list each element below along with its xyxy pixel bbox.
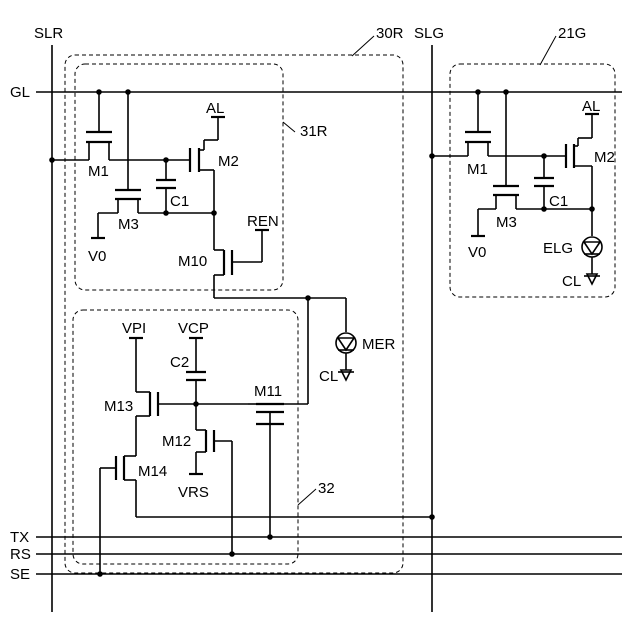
label-gl: GL — [10, 84, 30, 101]
label-green-m3: M3 — [496, 214, 517, 231]
label-green-v0: V0 — [468, 244, 486, 261]
label-green-m2: M2 — [594, 149, 615, 166]
label-elg: ELG — [543, 240, 573, 257]
label-rs: RS — [10, 546, 31, 563]
label-red-ren: REN — [247, 213, 279, 230]
green-m1-transistor — [432, 92, 566, 156]
label-green-al: AL — [582, 98, 600, 115]
label-green-m1: M1 — [467, 161, 488, 178]
label-red-v0: V0 — [88, 248, 106, 265]
label-red-m3: M3 — [118, 216, 139, 233]
label-m12: M12 — [162, 433, 191, 450]
block-outlines — [65, 36, 615, 573]
label-m14: M14 — [138, 463, 167, 480]
label-red-c1: C1 — [170, 193, 189, 210]
label-red-m10: M10 — [178, 253, 207, 270]
label-vrs: VRS — [178, 484, 209, 501]
block-30r-leader — [352, 36, 374, 56]
red-m1-transistor — [52, 92, 190, 160]
mer-led — [336, 298, 356, 380]
label-slg: SLG — [414, 25, 444, 42]
block-21g-leader — [540, 36, 556, 65]
label-block-21g: 21G — [558, 25, 586, 42]
label-slr: SLR — [34, 25, 63, 42]
label-green-cl: CL — [562, 273, 581, 290]
block-32-leader — [298, 489, 316, 505]
label-block-32: 32 — [318, 480, 335, 497]
label-red-al: AL — [206, 100, 224, 117]
label-c2: C2 — [170, 354, 189, 371]
label-block-30r: 30R — [376, 25, 404, 42]
label-vcp: VCP — [178, 320, 209, 337]
label-mer: MER — [362, 336, 396, 353]
sensor-m11-transistor — [248, 298, 308, 537]
block-30r-outline — [65, 55, 403, 573]
label-se: SE — [10, 566, 30, 583]
sensor-c2-capacitor — [186, 338, 206, 430]
label-red-m1: M1 — [88, 163, 109, 180]
label-block-31r: 31R — [300, 123, 328, 140]
label-red-cl: CL — [319, 368, 338, 385]
label-m11: M11 — [254, 383, 282, 400]
green-m2-transistor — [566, 114, 599, 236]
block-31r-leader — [283, 122, 295, 132]
label-vpi: VPI — [122, 320, 146, 337]
elg-led — [582, 237, 602, 284]
label-tx: TX — [10, 529, 29, 546]
label-m13: M13 — [104, 398, 133, 415]
green-pixel-circuit — [429, 89, 602, 284]
red-m2-transistor — [190, 117, 225, 250]
red-m3-transistor — [91, 92, 214, 238]
label-green-c1: C1 — [549, 193, 568, 210]
label-red-m2: M2 — [218, 153, 239, 170]
red-m10-transistor — [214, 230, 346, 298]
